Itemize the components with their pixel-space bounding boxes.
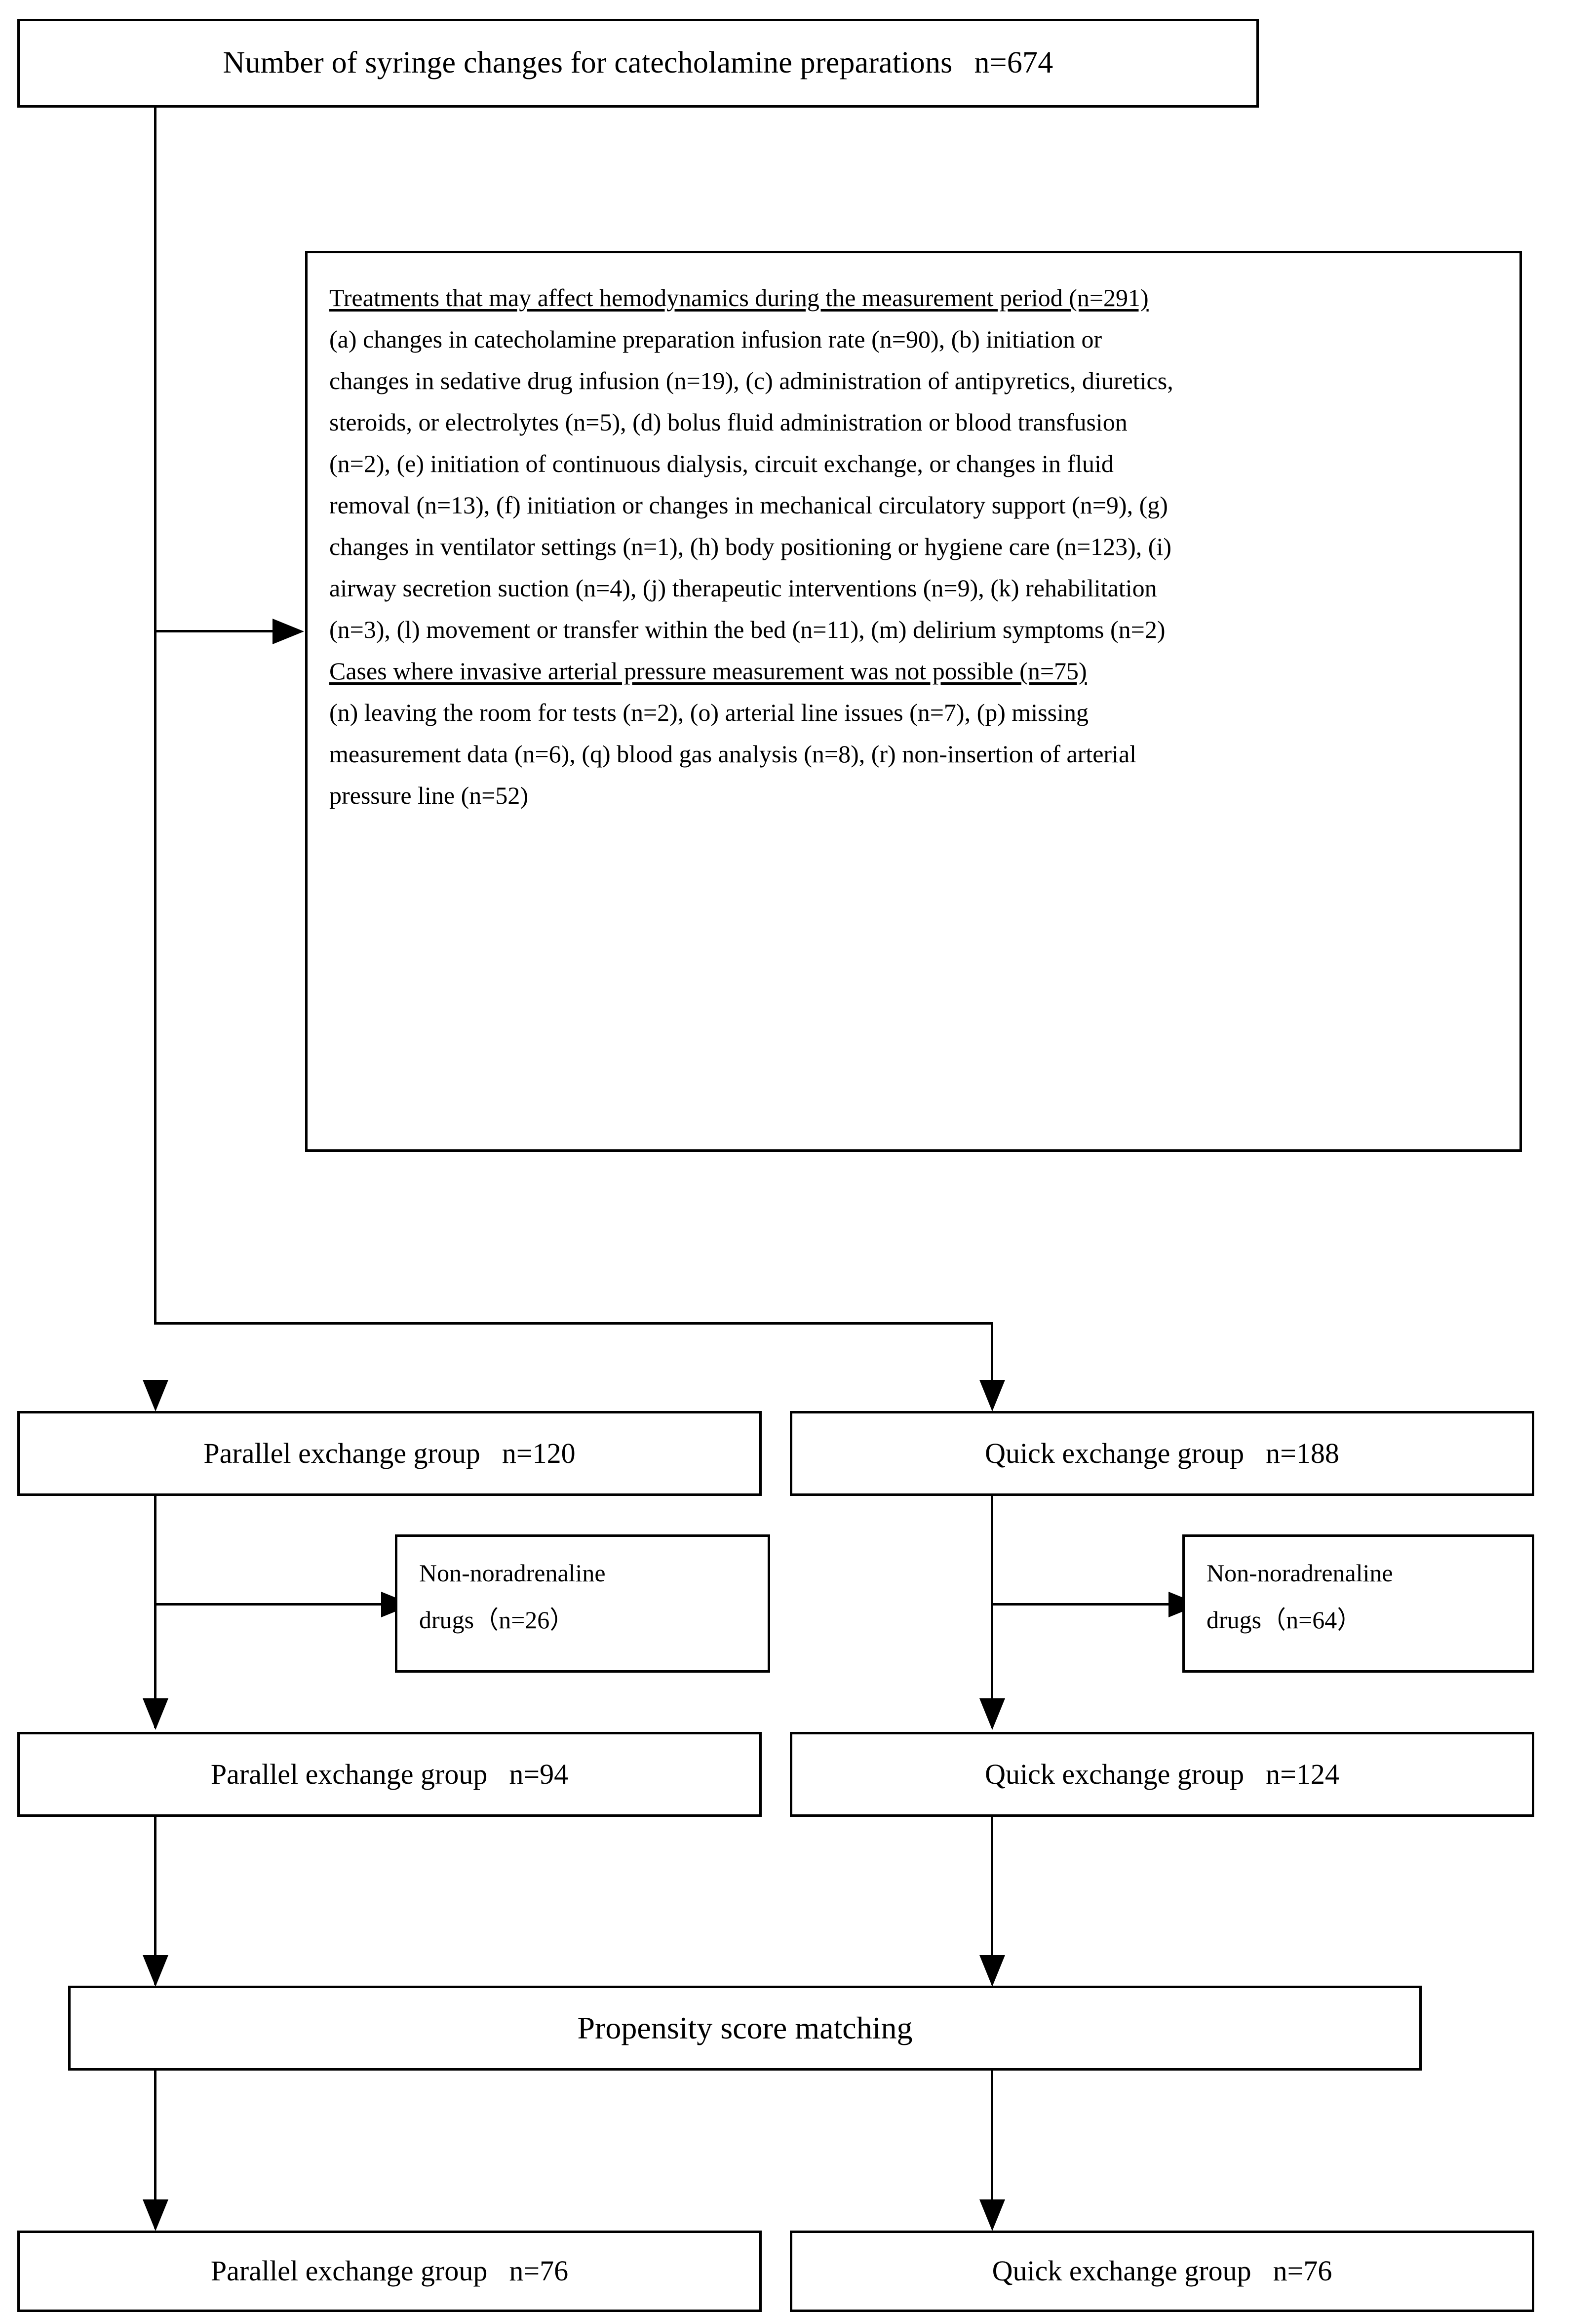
connector-trunk-vertical xyxy=(154,108,156,1323)
connector-parallel-down-2 xyxy=(154,1817,156,1985)
nonnoradrenaline-parallel-line1: Non-noradrenaline xyxy=(419,1559,606,1587)
box-parallel-final-count: n=76 xyxy=(509,2255,569,2287)
box-quick-initial-label: Quick exchange group xyxy=(985,1437,1245,1469)
exclusion-line: (n) leaving the room for tests (n=2), (o… xyxy=(329,699,1089,726)
connector-quick-down-1 xyxy=(991,1496,993,1728)
box-quick-exchange-final: Quick exchange group n=76 xyxy=(790,2231,1534,2312)
box-quick-filtered-count: n=124 xyxy=(1266,1758,1339,1790)
arrowhead-parallel-to-matching xyxy=(143,1955,168,1987)
box-quick-initial-count: n=188 xyxy=(1266,1437,1339,1469)
box-parallel-exchange-filtered: Parallel exchange group n=94 xyxy=(17,1732,762,1817)
connector-branch-horizontal xyxy=(154,1322,993,1325)
box-parallel-filtered-label: Parallel exchange group xyxy=(210,1758,488,1790)
box-parallel-exchange-final: Parallel exchange group n=76 xyxy=(17,2231,762,2312)
arrowhead-to-quick-filtered xyxy=(979,1698,1005,1730)
nonnoradrenaline-quick-line1: Non-noradrenaline xyxy=(1207,1559,1393,1587)
box-quick-exchange-filtered: Quick exchange group n=124 xyxy=(790,1732,1534,1817)
exclusion-line: (a) changes in catecholamine preparation… xyxy=(329,325,1102,353)
box-quick-final-label: Quick exchange group xyxy=(992,2255,1251,2287)
top-box-total-syringe-changes: Number of syringe changes for catecholam… xyxy=(17,19,1259,108)
box-quick-final-count: n=76 xyxy=(1273,2255,1332,2287)
top-box-count: n=674 xyxy=(974,46,1053,80)
box-parallel-initial-count: n=120 xyxy=(502,1437,576,1469)
connector-quick-to-nonnoradrenaline xyxy=(991,1603,1168,1606)
box-parallel-initial-label: Parallel exchange group xyxy=(203,1437,480,1469)
arrowhead-to-parallel-final xyxy=(143,2199,168,2231)
exclusion-heading-no-arterial-measurement: Cases where invasive arterial pressure m… xyxy=(329,657,1087,685)
box-parallel-exchange-initial: Parallel exchange group n=120 xyxy=(17,1411,762,1496)
exclusion-line: measurement data (n=6), (q) blood gas an… xyxy=(329,740,1137,768)
exclusion-line: changes in sedative drug infusion (n=19)… xyxy=(329,367,1173,394)
exclusion-line: (n=2), (e) initiation of continuous dial… xyxy=(329,450,1114,477)
connector-matching-down-left xyxy=(154,2071,156,2229)
box-quick-exchange-initial: Quick exchange group n=188 xyxy=(790,1411,1534,1496)
connector-parallel-down-1 xyxy=(154,1496,156,1728)
arrowhead-to-parallel-initial xyxy=(143,1380,168,1411)
exclusion-line: changes in ventilator settings (n=1), (h… xyxy=(329,533,1171,560)
arrowhead-to-quick-initial xyxy=(979,1380,1005,1411)
connector-quick-down-2 xyxy=(991,1817,993,1985)
exclusion-heading-treatments: Treatments that may affect hemodynamics … xyxy=(329,284,1149,312)
box-nonnoradrenaline-parallel: Non-noradrenaline drugs（n=26） xyxy=(395,1534,770,1673)
connector-branch-right-vertical xyxy=(991,1322,993,1407)
nonnoradrenaline-quick-line2: drugs（n=64） xyxy=(1207,1606,1362,1634)
arrowhead-quick-to-matching xyxy=(979,1955,1005,1987)
box-parallel-final-label: Parallel exchange group xyxy=(210,2255,488,2287)
box-parallel-filtered-count: n=94 xyxy=(509,1758,569,1790)
box-propensity-score-matching: Propensity score matching xyxy=(68,1986,1422,2071)
box-nonnoradrenaline-quick: Non-noradrenaline drugs（n=64） xyxy=(1182,1534,1534,1673)
exclusion-criteria-box: Treatments that may affect hemodynamics … xyxy=(305,251,1522,1152)
connector-matching-down-right xyxy=(991,2071,993,2229)
connector-parallel-to-nonnoradrenaline xyxy=(154,1603,381,1606)
connector-to-exclusion-box xyxy=(154,630,272,632)
exclusion-line: removal (n=13), (f) initiation or change… xyxy=(329,491,1168,519)
exclusion-line: steroids, or electrolytes (n=5), (d) bol… xyxy=(329,408,1128,436)
matching-box-label: Propensity score matching xyxy=(577,2010,913,2045)
arrowhead-to-quick-final xyxy=(979,2199,1005,2231)
exclusion-line: airway secretion suction (n=4), (j) ther… xyxy=(329,574,1157,602)
box-quick-filtered-label: Quick exchange group xyxy=(985,1758,1245,1790)
arrowhead-to-parallel-filtered xyxy=(143,1698,168,1730)
exclusion-line: pressure line (n=52) xyxy=(329,782,529,809)
arrowhead-to-exclusion-box xyxy=(272,619,304,644)
nonnoradrenaline-parallel-line2: drugs（n=26） xyxy=(419,1606,575,1634)
top-box-label: Number of syringe changes for catecholam… xyxy=(223,46,953,80)
exclusion-line: (n=3), (l) movement or transfer within t… xyxy=(329,616,1166,643)
